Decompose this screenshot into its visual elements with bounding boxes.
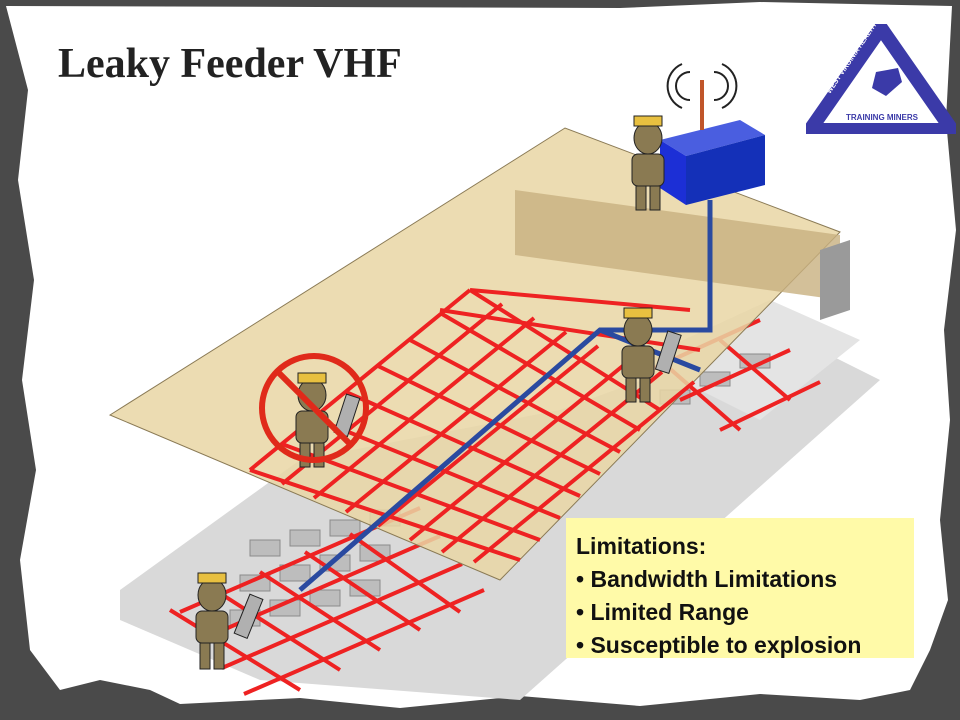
logo-bottom-text: TRAINING MINERS [846,113,919,122]
miner-surface [631,115,665,211]
logo-top-text: WEST VIRGINIA HEALTH [826,24,878,95]
limitations-list: Bandwidth Limitations Limited Range Susc… [576,563,904,662]
miner-bottom-left [195,572,264,670]
limitation-item: Susceptible to explosion [576,629,904,662]
miner-right [621,307,682,403]
limitation-item: Limited Range [576,596,904,629]
miner-prohibited [295,372,361,468]
strata-wall [515,190,840,300]
slide-title: Leaky Feeder VHF [58,41,402,87]
antenna-box [660,63,765,205]
wv-office-of-safety-logo: WEST VIRGINIA HEALTH OFFICE OF SAFETY TR… [806,24,956,134]
limitations-box: Limitations: Bandwidth Limitations Limit… [566,518,914,658]
limitations-heading: Limitations: [576,533,707,559]
prohibited-icon [259,353,369,463]
limitation-item: Bandwidth Limitations [576,563,904,596]
